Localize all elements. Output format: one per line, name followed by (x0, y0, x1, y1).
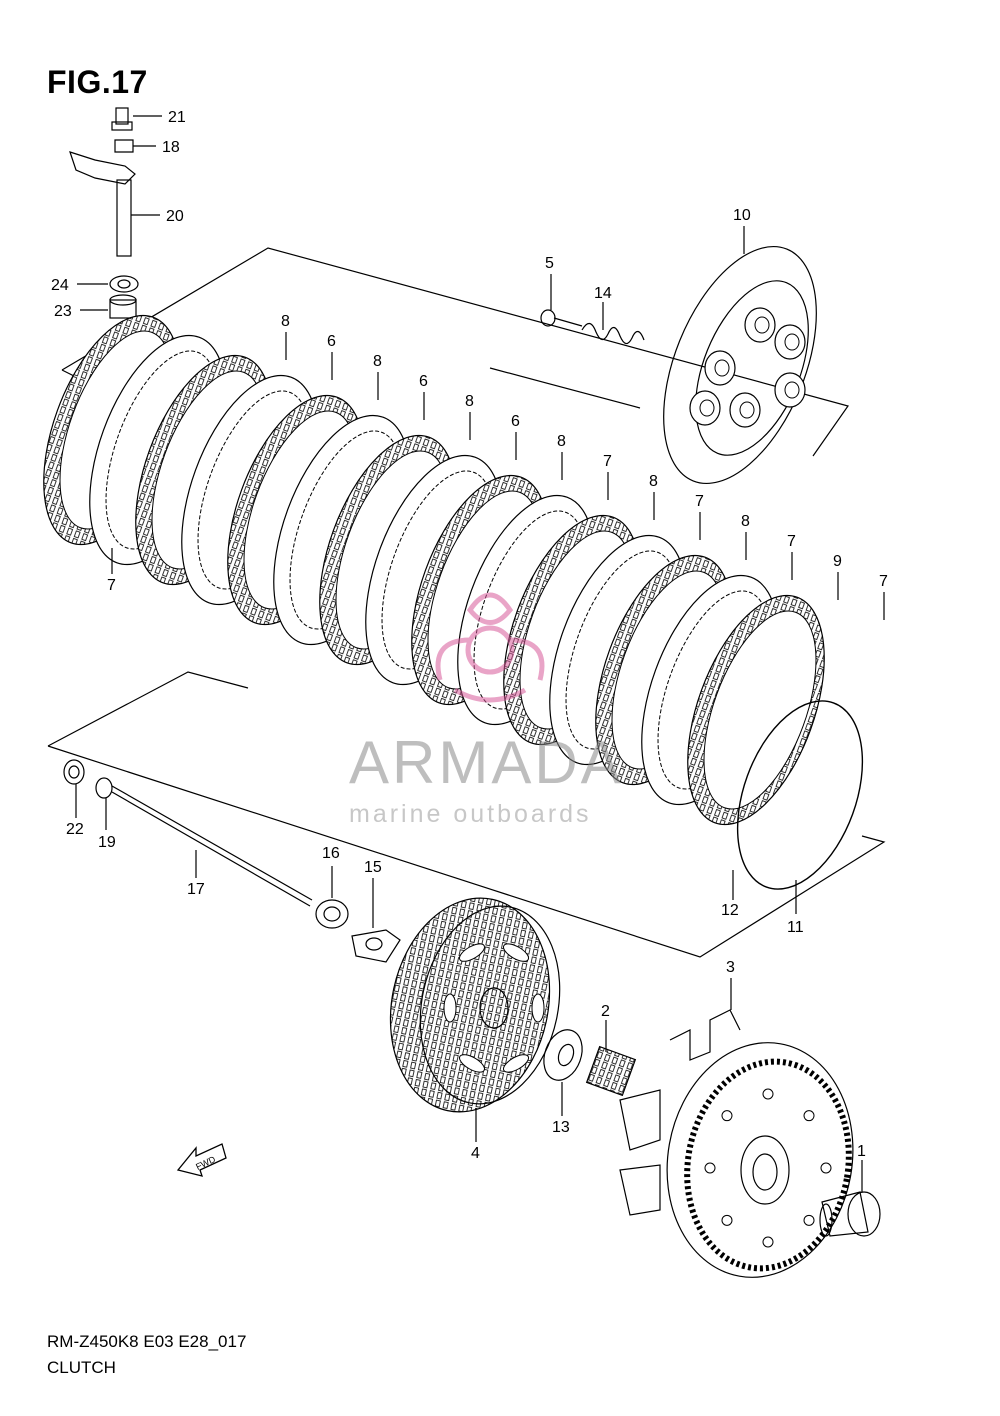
hub-slot (503, 1054, 529, 1073)
friction-plate (687, 594, 825, 826)
plate-callout: 8 (465, 393, 474, 410)
callout-3: 3 (726, 959, 735, 976)
plate-callout: 7 (107, 577, 116, 594)
basket-hole (704, 1162, 716, 1174)
clutch-sleeve-hub (389, 897, 561, 1113)
plate-callout: 7 (695, 493, 704, 510)
watermark-tagline: marine outboards (349, 800, 592, 828)
spring-boss (689, 390, 721, 426)
callout-12: 12 (721, 902, 739, 919)
callout-15: 15 (364, 859, 382, 876)
hub-slot (459, 943, 485, 962)
spring-boss-hole (714, 359, 730, 377)
callout-13: 13 (552, 1119, 570, 1136)
plate-callout: 6 (511, 413, 520, 430)
figure-title: FIG.17 (47, 64, 148, 100)
spring-boss-hole (699, 399, 715, 417)
callout-1: 1 (857, 1143, 866, 1160)
wire-ring (736, 700, 864, 890)
spring-boss (774, 372, 806, 408)
push-rod-assembly (63, 759, 401, 963)
plate-callout: 8 (649, 473, 658, 490)
hub-slot (503, 943, 529, 962)
basket-hole (721, 1214, 733, 1226)
callout-24: 24 (51, 277, 69, 294)
plate-callout: 8 (557, 433, 566, 450)
callout-16: 16 (322, 845, 340, 862)
bolt-and-spring (540, 309, 645, 345)
primary-driven-gear-basket (619, 1009, 854, 1278)
callout-18: 18 (162, 139, 180, 156)
callout-11: 11 (787, 919, 804, 936)
plate-callout: 7 (603, 453, 612, 470)
footer-section-name: CLUTCH (47, 1358, 116, 1377)
callout-4: 4 (471, 1145, 480, 1162)
thrust-washer-and-bearing (543, 1029, 637, 1097)
leader-lines (75, 115, 863, 1192)
lower-assembly-box (47, 671, 886, 958)
spacer-bushing (819, 1191, 881, 1237)
callout-23: 23 (54, 303, 72, 320)
callout-17: 17 (187, 881, 205, 898)
basket-hole (820, 1162, 832, 1174)
hub-slot (531, 993, 545, 1023)
watermark-flower-logo (435, 592, 545, 703)
basket-hole (803, 1214, 815, 1226)
spring-boss (744, 307, 776, 343)
plate-callout: 8 (373, 353, 382, 370)
callout-22: 22 (66, 821, 84, 838)
watermark-brand: ARMADA (349, 729, 624, 796)
plate-callout: 8 (281, 313, 290, 330)
spring-boss (774, 324, 806, 360)
callout-19: 19 (98, 834, 116, 851)
callout-10: 10 (733, 207, 751, 224)
spring-boss-hole (754, 316, 770, 334)
plate-callout: 9 (833, 553, 842, 570)
footer-model-code: RM-Z450K8 E03 E28_017 (47, 1332, 247, 1351)
spring-boss (729, 392, 761, 428)
callout-labels: 21 18 20 24 23 5 14 10 22 19 17 16 15 12… (51, 109, 866, 1162)
callout-5: 5 (545, 255, 554, 272)
spring-boss-hole (784, 381, 800, 399)
hub-slot (443, 993, 457, 1023)
plate-callout: 6 (419, 373, 428, 390)
callout-2: 2 (601, 1003, 610, 1020)
callout-21: 21 (168, 109, 186, 126)
spring-boss-hole (739, 401, 755, 419)
fwd-direction-badge: FWD (176, 1143, 227, 1177)
plate-callout-labels: 7 8 6 8 6 8 6 8 7 8 7 8 7 9 7 (107, 313, 888, 620)
callout-20: 20 (166, 208, 184, 225)
plate-callout: 7 (787, 533, 796, 550)
plate-callout: 7 (879, 573, 888, 590)
basket-hole (721, 1110, 733, 1122)
plate-callout: 6 (327, 333, 336, 350)
callout-14: 14 (594, 285, 612, 302)
basket-hole (762, 1236, 774, 1248)
hub-slot (459, 1054, 485, 1073)
release-shaft-assembly (69, 107, 139, 319)
basket-hole (762, 1088, 774, 1100)
spring-boss (704, 350, 736, 386)
spring-boss-hole (784, 333, 800, 351)
plate-callout: 8 (741, 513, 750, 530)
pressure-plate (663, 245, 817, 485)
basket-hole (803, 1110, 815, 1122)
